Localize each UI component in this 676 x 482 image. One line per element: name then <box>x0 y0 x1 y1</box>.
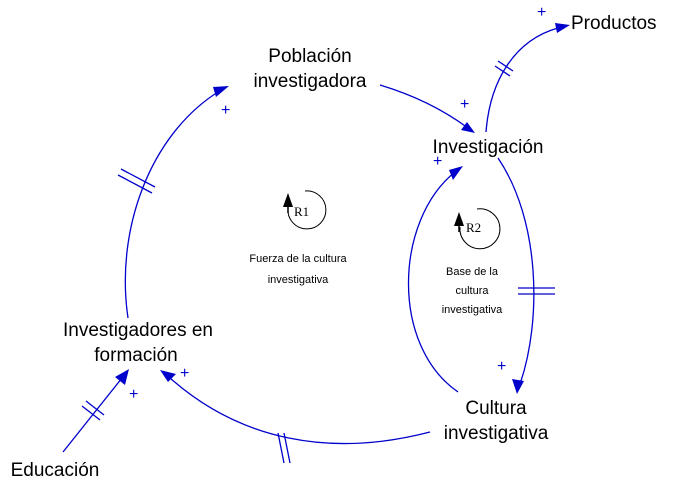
delay-mark-educacion-1 <box>81 405 101 421</box>
node-investigadores-en-formacion-line2: formación <box>94 345 177 366</box>
loop-marker-r1: R1 <box>283 190 327 230</box>
loop-caption-r1-line2: investigativa <box>268 274 329 286</box>
link-investigacion-productos <box>485 27 559 133</box>
polarity-poblacion: + <box>221 102 230 119</box>
loop-caption-r1-line1: Fuerza de la cultura <box>249 253 347 265</box>
loop-arrow-r2 <box>454 212 464 226</box>
loop-arrow-r1 <box>283 193 293 207</box>
link-cultura-investigadores <box>169 377 431 445</box>
link-investigadores-poblacion <box>124 91 219 319</box>
node-investigacion: Investigación <box>433 137 544 158</box>
arrowhead-investigadores-from-cultura <box>160 370 176 382</box>
arrowhead-cultura <box>512 379 524 394</box>
polarity-poblacion-investigacion: + <box>460 96 469 113</box>
loop-id-r2: R2 <box>466 220 481 235</box>
arrowhead-investigacion-from-cultura <box>449 166 463 180</box>
delay-mark-productos-2 <box>497 60 514 72</box>
arrowhead-poblacion <box>213 86 229 97</box>
polarity-investigadores-from-cultura: + <box>180 365 189 382</box>
polarity-investigadores-from-educacion: + <box>129 386 138 403</box>
loop-caption-r2-line1: Base de la <box>446 266 499 278</box>
delay-mark-investigadores-1 <box>117 174 153 194</box>
link-poblacion-investigacion <box>379 84 469 129</box>
polarity-cultura: + <box>497 358 506 375</box>
node-productos: Productos <box>571 13 657 34</box>
link-educacion-investigadores <box>62 377 123 453</box>
loop-marker-r2: R2 <box>454 208 501 250</box>
arrowhead-investigacion-from-poblacion <box>461 122 475 133</box>
node-cultura-investigativa-line2: investigativa <box>444 423 549 444</box>
node-educacion: Educación <box>11 460 100 481</box>
link-investigacion-cultura <box>497 157 535 385</box>
polarity-investigacion-from-cultura: + <box>433 153 442 170</box>
delay-mark-cultura-inv-1 <box>277 432 285 464</box>
delay-mark-educacion-2 <box>85 400 105 416</box>
link-cultura-investigacion <box>407 171 459 393</box>
loop-arc-r1 <box>287 190 327 230</box>
node-poblacion-investigadora-line2: investigadora <box>253 71 366 92</box>
node-investigadores-en-formacion-line1: Investigadores en <box>63 320 213 341</box>
node-cultura-investigativa-line1: Cultura <box>465 398 527 419</box>
loop-arc-r2 <box>459 208 501 250</box>
loop-id-r1: R1 <box>294 204 309 219</box>
delay-mark-productos-1 <box>494 65 511 77</box>
polarity-productos: + <box>537 4 546 21</box>
node-poblacion-investigadora-line1: Población <box>268 46 351 67</box>
delay-mark-cultura-inv-2 <box>283 432 291 464</box>
delay-mark-investigadores-2 <box>120 168 156 188</box>
loop-caption-r2-line3: investigativa <box>442 304 503 316</box>
loop-caption-r2-line2: cultura <box>455 285 489 297</box>
arrowhead-productos <box>555 23 570 33</box>
arrowhead-investigadores-from-educacion <box>115 369 129 385</box>
